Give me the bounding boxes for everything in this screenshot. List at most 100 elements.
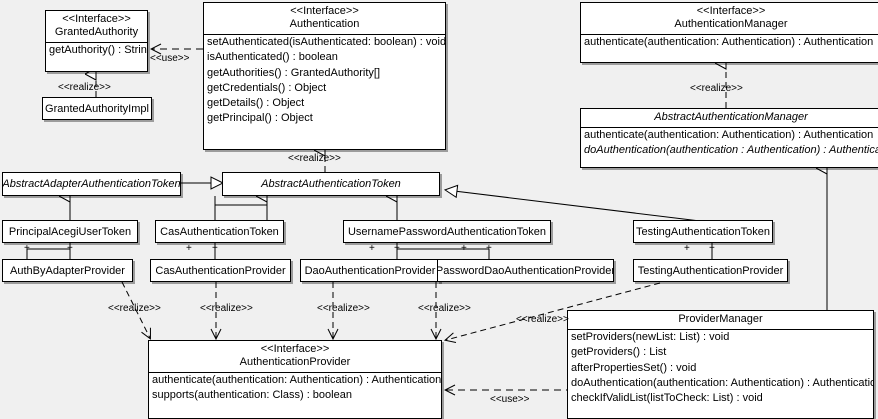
class-header-auth-by-adapter-provider: AuthByAdapterProvider [3, 260, 132, 281]
multiplicity-marker: + [212, 243, 218, 254]
method-getCredentials: getCredentials() : Object [207, 81, 327, 94]
multiplicity-marker: + [394, 243, 400, 254]
class-box-auth-by-adapter-provider[interactable]: AuthByAdapterProvider [2, 259, 133, 282]
edge-label-realize-abstract-authentication-manager: <<realize>> [690, 83, 743, 94]
method-compartment: authenticate(authentication: Authenticat… [581, 127, 878, 159]
class-header-granted-authority-impl: GrantedAuthorityImpl [43, 98, 151, 119]
method-setProviders: setProviders(newList: List) : void [571, 331, 730, 343]
class-name: AbstractAuthenticationToken [261, 178, 401, 190]
method-compartment: authenticate(authentication: Authenticat… [581, 34, 878, 50]
class-header-abstract-authentication-manager: AbstractAuthenticationManager [581, 109, 878, 127]
class-name: TestingAuthenticationToken [636, 225, 770, 238]
class-name: TestingAuthenticationProvider [637, 264, 784, 277]
class-header-password-dao-authentication-provider: PasswordDaoAuthenticationProvider [438, 260, 613, 281]
class-box-principal-acegi-user-token[interactable]: PrincipalAcegiUserToken [2, 220, 138, 243]
class-box-dao-authentication-provider[interactable]: DaoAuthenticationProvider [300, 259, 440, 282]
multiplicity-marker: + [461, 243, 467, 254]
class-box-abstract-authentication-token[interactable]: AbstractAuthenticationToken [222, 172, 440, 196]
method-compartment: setProviders(newList: List) : void getPr… [568, 329, 873, 406]
class-name: AuthenticationManager [674, 18, 788, 30]
class-box-testing-authentication-provider[interactable]: TestingAuthenticationProvider [633, 259, 788, 282]
class-box-cas-authentication-token[interactable]: CasAuthenticationToken [155, 220, 284, 243]
class-header-provider-manager: ProviderManager [568, 311, 873, 329]
edge-label-realize-testing-authentication-provider: <<realize>> [516, 314, 569, 325]
method-afterPropertiesSet: afterPropertiesSet() : void [571, 361, 697, 374]
class-name: ProviderManager [678, 313, 763, 325]
class-name: AuthByAdapterProvider [10, 264, 125, 277]
method-getProviders: getProviders() : List [571, 346, 667, 359]
class-name: GrantedAuthority [54, 26, 139, 38]
class-name: AbstractAuthenticationManager [654, 111, 808, 123]
stereotype-label: <<Interface>> [62, 13, 131, 25]
class-name: DaoAuthenticationProvider [304, 264, 436, 277]
method-setAuthenticated: setAuthenticated(isAuthenticated: boolea… [207, 36, 446, 48]
class-box-authentication[interactable]: <<Interface>> Authentication setAuthenti… [203, 2, 446, 150]
method-getDetails: getDetails() : Object [207, 97, 305, 110]
class-box-authentication-manager[interactable]: <<Interface>> AuthenticationManager auth… [580, 2, 878, 63]
edge-label-realize-cas-authentication-provider: <<realize>> [200, 303, 253, 314]
multiplicity-marker: + [369, 243, 375, 254]
multiplicity-marker: + [684, 243, 690, 254]
class-box-abstract-authentication-manager[interactable]: AbstractAuthenticationManager authentica… [580, 108, 878, 168]
class-box-granted-authority[interactable]: <<Interface>> GrantedAuthority getAuthor… [45, 10, 148, 72]
class-name: AuthenticationProvider [239, 356, 351, 368]
method-checkIfValidList: checkIfValidList(listToCheck: List) : vo… [571, 392, 763, 405]
class-header-username-password-authentication-token: UsernamePasswordAuthenticationToken [344, 221, 550, 242]
class-name: AbstractAdapterAuthenticationToken [2, 178, 181, 190]
method-compartment: setAuthenticated(isAuthenticated: boolea… [204, 34, 445, 127]
class-box-username-password-authentication-token[interactable]: UsernamePasswordAuthenticationToken [343, 220, 551, 243]
class-name: UsernamePasswordAuthenticationToken [347, 225, 547, 238]
class-box-provider-manager[interactable]: ProviderManager setProviders(newList: Li… [567, 310, 874, 419]
class-box-abstract-adapter-authentication-token[interactable]: AbstractAdapterAuthenticationToken [2, 172, 181, 196]
edge-label-realize-dao-authentication-provider: <<realize>> [317, 303, 370, 314]
method-getAuthority: getAuthority() : String [49, 44, 148, 56]
class-name: Authentication [289, 18, 360, 30]
method-getAuthorities: getAuthorities() : GrantedAuthority[] [207, 66, 381, 79]
multiplicity-marker: + [186, 243, 192, 254]
method-authenticate: authenticate(authentication: Authenticat… [584, 129, 874, 141]
stereotype-label: <<Interface>> [260, 343, 330, 355]
multiplicity-marker: + [709, 243, 715, 254]
class-header-abstract-adapter-authentication-token: AbstractAdapterAuthenticationToken [3, 173, 180, 195]
class-header-cas-authentication-provider: CasAuthenticationProvider [151, 260, 290, 281]
multiplicity-marker: + [486, 243, 492, 254]
multiplicity-marker: + [24, 243, 30, 254]
class-box-granted-authority-impl[interactable]: GrantedAuthorityImpl [42, 97, 152, 120]
class-header-testing-authentication-token: TestingAuthenticationToken [634, 221, 772, 242]
multiplicity-marker: + [67, 243, 73, 254]
method-isAuthenticated: isAuthenticated() : boolean [207, 51, 338, 64]
class-box-testing-authentication-token[interactable]: TestingAuthenticationToken [633, 220, 773, 243]
edge-label-use-authentication-granted-authority: <<use>> [150, 53, 190, 64]
class-box-cas-authentication-provider[interactable]: CasAuthenticationProvider [150, 259, 291, 282]
method-authenticate: authenticate(authentication: Authenticat… [152, 374, 442, 386]
class-header-principal-acegi-user-token: PrincipalAcegiUserToken [3, 221, 137, 242]
class-name: CasAuthenticationToken [160, 225, 279, 238]
class-name: GrantedAuthorityImpl [45, 102, 149, 115]
edge-label-use-provider-manager: <<use>> [490, 394, 530, 405]
stereotype-label: <<Interface>> [290, 5, 359, 17]
class-header-authentication: <<Interface>> Authentication [204, 3, 445, 34]
class-header-granted-authority: <<Interface>> GrantedAuthority [46, 11, 147, 42]
method-compartment: getAuthority() : String [46, 42, 147, 58]
edge-label-realize-granted-authority-impl: <<realize>> [58, 82, 111, 93]
class-name: PrincipalAcegiUserToken [8, 225, 132, 238]
class-name: PasswordDaoAuthenticationProvider [437, 264, 614, 277]
method-doAuthentication: doAuthentication(authentication : Authen… [584, 144, 878, 157]
edge-label-realize-auth-by-adapter-provider: <<realize>> [108, 303, 161, 314]
method-compartment: authenticate(authentication: Authenticat… [149, 372, 441, 404]
class-header-cas-authentication-token: CasAuthenticationToken [156, 221, 283, 242]
method-doAuthentication: doAuthentication(authentication: Authent… [571, 376, 874, 389]
class-header-dao-authentication-provider: DaoAuthenticationProvider [301, 260, 439, 281]
class-box-authentication-provider[interactable]: <<Interface>> AuthenticationProvider aut… [148, 340, 442, 419]
edge-label-realize-abstract-authentication-token: <<realize>> [288, 153, 341, 164]
edge-label-realize-password-dao-authentication-provider: <<realize>> [418, 303, 471, 314]
class-name: CasAuthenticationProvider [155, 264, 286, 277]
class-header-testing-authentication-provider: TestingAuthenticationProvider [634, 260, 787, 281]
method-supports: supports(authentication: Class) : boolea… [152, 389, 352, 402]
class-header-abstract-authentication-token: AbstractAuthenticationToken [223, 173, 439, 195]
method-authenticate: authenticate(authentication: Authenticat… [584, 36, 874, 48]
stereotype-label: <<Interface>> [696, 5, 766, 17]
class-header-authentication-manager: <<Interface>> AuthenticationManager [581, 3, 878, 34]
class-box-password-dao-authentication-provider[interactable]: PasswordDaoAuthenticationProvider [437, 259, 614, 282]
